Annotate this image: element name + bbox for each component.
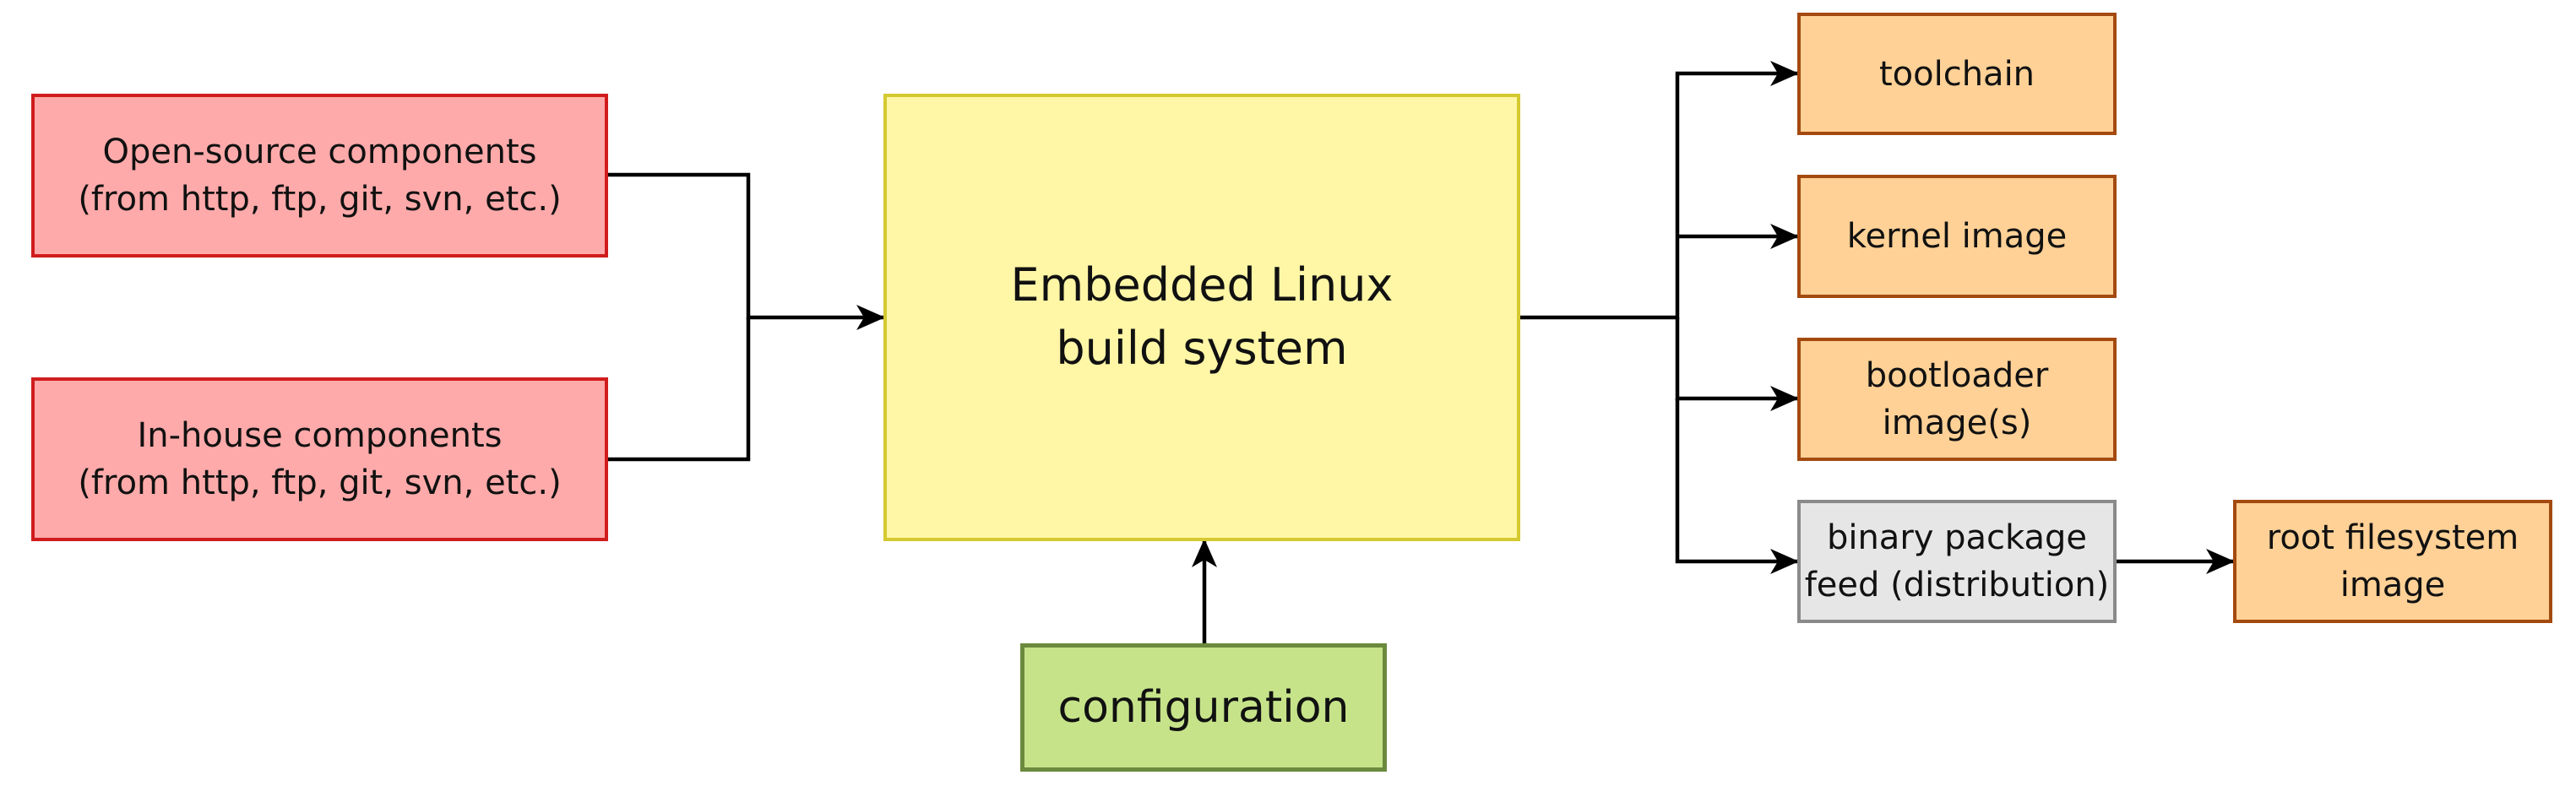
edge-build-to-toolchain (1520, 61, 1799, 320)
bootloader-label: bootloader image(s) (1865, 356, 2049, 442)
in-house-components-box: In-house components (from http, ftp, git… (31, 377, 608, 541)
toolchain-box: toolchain (1797, 13, 2117, 135)
edge-open-source-to-build (608, 172, 885, 330)
root-filesystem-label: root filesystem image (2266, 518, 2519, 604)
edge-build-to-package-feed (1675, 398, 1799, 574)
configuration-box: configuration (1020, 643, 1387, 772)
edge-build-to-bootloader (1675, 317, 1799, 411)
open-source-components-label: Open-source components (from http, ftp, … (78, 133, 562, 219)
edge-in-house-to-build (608, 317, 751, 462)
open-source-components-box: Open-source components (from http, ftp, … (31, 94, 608, 257)
toolchain-label: toolchain (1878, 54, 2035, 94)
build-system-label: Embedded Linux build system (1010, 258, 1394, 375)
package-feed-label: binary package feed (distribution) (1804, 518, 2110, 604)
configuration-label: configuration (1057, 681, 1350, 733)
kernel-image-label: kernel image (1846, 217, 2068, 256)
kernel-image-box: kernel image (1797, 175, 2117, 298)
in-house-components-label: In-house components (from http, ftp, git… (78, 416, 562, 502)
build-system-box: Embedded Linux build system (883, 94, 1520, 541)
bootloader-box: bootloader image(s) (1797, 338, 2117, 461)
root-filesystem-box: root filesystem image (2233, 500, 2552, 623)
package-feed-box: binary package feed (distribution) (1797, 500, 2117, 623)
